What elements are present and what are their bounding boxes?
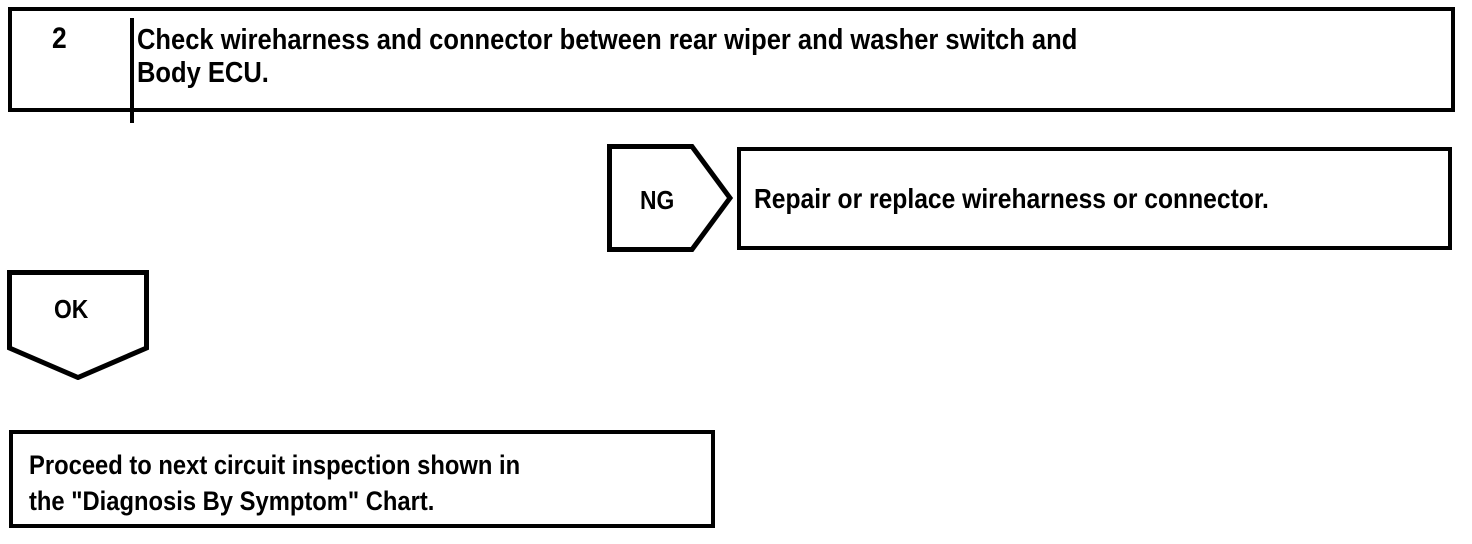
ok-connector-label: OK	[54, 294, 89, 324]
step-box-divider	[130, 18, 134, 123]
step-number: 2	[52, 22, 67, 55]
ok-result-text: Proceed to next circuit inspection shown…	[29, 447, 520, 519]
ng-connector-arrow	[607, 144, 733, 252]
ok-result-line-1: Proceed to next circuit inspection shown…	[29, 450, 521, 480]
ok-result-line-2: the "Diagnosis By Symptom" Chart.	[29, 486, 435, 516]
ok-result-box	[9, 430, 715, 528]
ng-connector-label: NG	[640, 185, 675, 215]
ng-result-text: Repair or replace wireharness or connect…	[754, 183, 1269, 214]
step-instruction: Check wireharness and connector between …	[137, 24, 1077, 90]
step-box	[8, 7, 1455, 123]
ok-connector-arrow	[7, 270, 149, 380]
ng-result-box	[737, 147, 1452, 250]
step-instruction-line-1: Check wireharness and connector between …	[137, 24, 1078, 56]
step-instruction-line-2: Body ECU.	[137, 57, 269, 89]
